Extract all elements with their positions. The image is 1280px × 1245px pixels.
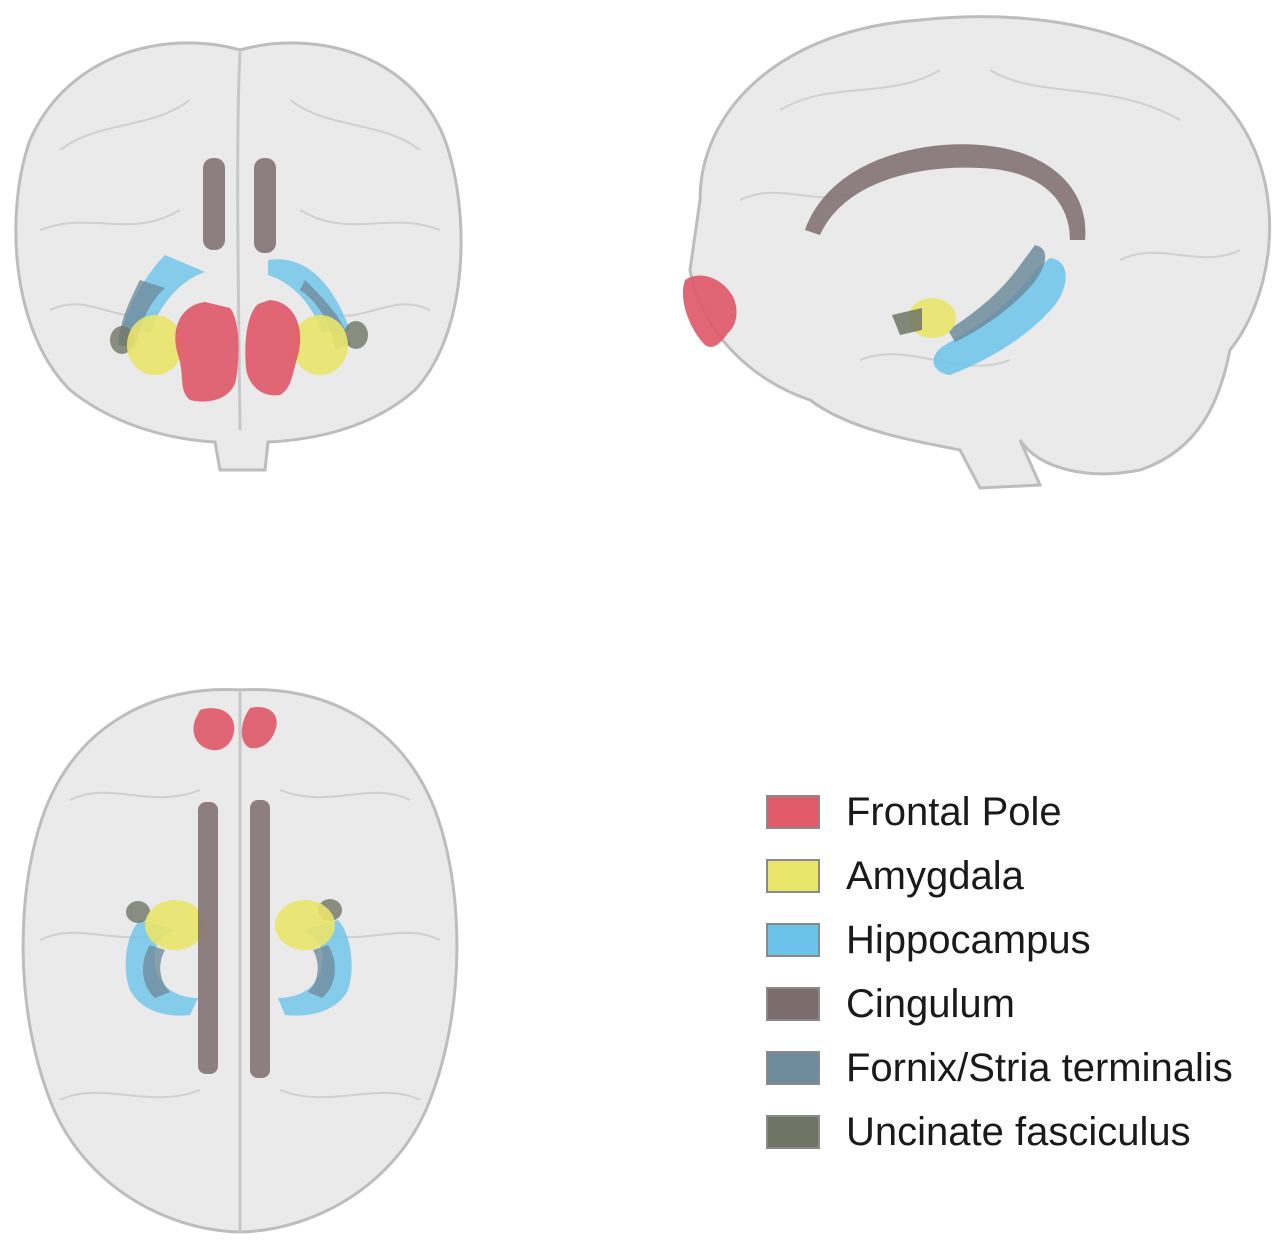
legend-label: Hippocampus [846, 918, 1091, 963]
amygdala-right [275, 900, 335, 950]
legend-item-fornix: Fornix/Stria terminalis [766, 1036, 1276, 1100]
legend-label: Uncinate fasciculus [846, 1110, 1191, 1155]
legend-item-hippocampus: Hippocampus [766, 908, 1276, 972]
brain-sagittal-render [660, 0, 1280, 500]
legend-swatch [766, 987, 820, 1021]
legend-label: Amygdala [846, 854, 1024, 899]
amygdala-right [292, 315, 348, 375]
frontal-pole-left [194, 708, 235, 750]
legend-item-cingulum: Cingulum [766, 972, 1276, 1036]
amygdala-left [127, 315, 183, 375]
brain-axial-render [0, 680, 480, 1240]
legend-swatch [766, 923, 820, 957]
legend: Frontal Pole Amygdala Hippocampus Cingul… [766, 780, 1276, 1164]
amygdala-left [145, 900, 205, 950]
legend-label: Cingulum [846, 982, 1015, 1027]
cingulum-left [198, 802, 218, 1074]
legend-swatch [766, 1115, 820, 1149]
brain-sagittal-view [660, 0, 1280, 500]
legend-item-uncinate: Uncinate fasciculus [766, 1100, 1276, 1164]
brain-coronal-view [0, 10, 480, 480]
legend-swatch [766, 1051, 820, 1085]
brain-outline [690, 17, 1270, 488]
legend-swatch [766, 795, 820, 829]
cingulum-left [203, 158, 225, 250]
legend-item-frontal-pole: Frontal Pole [766, 780, 1276, 844]
cingulum-right [250, 800, 270, 1078]
legend-label: Fornix/Stria terminalis [846, 1046, 1233, 1091]
frontal-pole-left [175, 302, 238, 402]
legend-item-amygdala: Amygdala [766, 844, 1276, 908]
brain-axial-view [0, 680, 480, 1240]
cingulum-right [254, 158, 276, 253]
legend-label: Frontal Pole [846, 790, 1062, 835]
legend-swatch [766, 859, 820, 893]
brain-coronal-render [0, 10, 480, 480]
